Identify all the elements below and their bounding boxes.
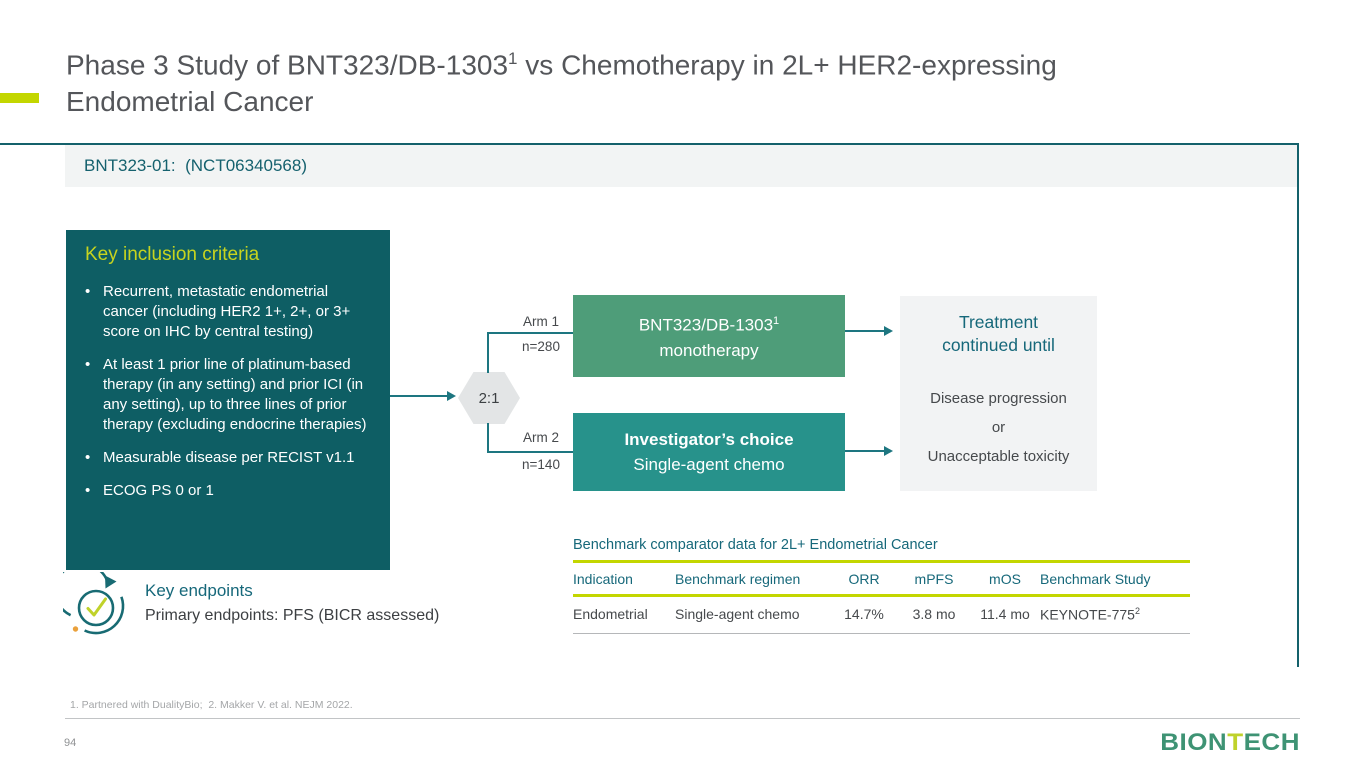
arrowhead-icon (884, 446, 893, 456)
outcome-condition: Disease progression (930, 390, 1067, 407)
connector-line (487, 423, 489, 453)
page-title: Phase 3 Study of BNT323/DB-13031 vs Chem… (66, 40, 1286, 120)
study-id-bar: BNT323-01: (NCT06340568) (65, 145, 1297, 187)
col-mpfs: mPFS (898, 560, 970, 597)
arm1-therapy-type: monotherapy (659, 340, 759, 360)
treatment-outcome-box: Treatment continued until Disease progre… (900, 296, 1097, 491)
title-accent-dash (0, 93, 39, 103)
connector-line (845, 450, 885, 452)
arm1-label: Arm 1 (522, 314, 559, 329)
benchmark-header-row: Indication Benchmark regimen ORR mPFS mO… (573, 560, 1190, 597)
endpoints-cycle-check-icon (53, 562, 129, 643)
cell-indication: Endometrial (573, 595, 675, 634)
endpoints-primary: Primary endpoints: PFS (BICR assessed) (145, 607, 440, 624)
arrowhead-icon (447, 391, 456, 401)
cell-study: KEYNOTE-7752 (1040, 595, 1190, 634)
arm1-treatment-box: BNT323/DB-13031 monotherapy (573, 295, 845, 377)
title-superscript: 1 (508, 49, 518, 68)
logo-text: ECH (1243, 728, 1300, 756)
randomization-hexagon: 2:1 (458, 372, 520, 424)
biontech-logo: BIONTECH (1158, 728, 1300, 757)
criteria-heading: Key inclusion criteria (85, 244, 260, 265)
key-inclusion-criteria-box: Key inclusion criteria Recurrent, metast… (66, 230, 390, 570)
arrowhead-icon (884, 326, 893, 336)
page-title-line2: Endometrial Cancer (66, 86, 314, 118)
cell-study-superscript: 2 (1134, 606, 1140, 616)
arm1-superscript: 1 (773, 315, 780, 328)
arm2-treatment-box: Investigator’s choice Single-agent chemo (573, 413, 845, 491)
criteria-item: Recurrent, metastatic endometrial cancer… (85, 282, 376, 342)
cell-regimen: Single-agent chemo (675, 595, 830, 634)
cell-mpfs: 3.8 mo (898, 595, 970, 634)
randomization-ratio: 2:1 (478, 389, 500, 407)
arm2-therapy-type: Single-agent chemo (633, 455, 785, 474)
col-regimen: Benchmark regimen (675, 560, 830, 597)
connector-line (845, 330, 885, 332)
arm2-choice: Investigator’s choice (624, 430, 794, 449)
arm2-label: Arm 2 (522, 430, 559, 445)
footer-divider-line (65, 718, 1300, 719)
outcome-conditions: Disease progression or Unacceptable toxi… (900, 384, 1097, 471)
col-orr: ORR (830, 560, 898, 597)
col-indication: Indication (573, 560, 675, 597)
benchmark-data-row: Endometrial Single-agent chemo 14.7% 3.8… (573, 595, 1190, 634)
criteria-list: Recurrent, metastatic endometrial cancer… (85, 282, 376, 501)
cell-orr: 14.7% (830, 595, 898, 634)
page-number: 94 (64, 737, 77, 749)
header-divider-line (0, 143, 1299, 145)
benchmark-table: Indication Benchmark regimen ORR mPFS mO… (573, 560, 1190, 634)
logo-text: BION (1160, 728, 1228, 756)
logo-text-accent: T (1227, 728, 1244, 756)
page-title-line1: Phase 3 Study of BNT323/DB-13031 vs Chem… (66, 40, 1286, 83)
connector-line (487, 332, 573, 334)
connector-line (487, 332, 489, 373)
outcome-title-line2: continued until (942, 335, 1055, 355)
right-border-line (1297, 143, 1299, 667)
col-study: Benchmark Study (1040, 560, 1190, 597)
outcome-condition: Unacceptable toxicity (927, 448, 1070, 465)
criteria-item: ECOG PS 0 or 1 (85, 481, 376, 501)
study-id-label: BNT323-01: (NCT06340568) (84, 156, 308, 175)
arm1-drug: BNT323/DB-13031 (639, 309, 779, 338)
benchmark-title: Benchmark comparator data for 2L+ Endome… (573, 537, 938, 553)
outcome-title: Treatment continued until (900, 311, 1097, 357)
title-text-rest: vs Chemotherapy in 2L+ HER2-expressing (517, 49, 1057, 81)
arm2-n: n=140 (522, 457, 560, 472)
outcome-condition: or (991, 419, 1006, 436)
connector-line (390, 395, 447, 397)
arm1-n: n=280 (522, 339, 560, 354)
outcome-title-line1: Treatment (958, 312, 1039, 332)
footnote: 1. Partnered with DualityBio; 2. Makker … (70, 699, 353, 711)
endpoints-title: Key endpoints (145, 581, 253, 600)
cell-study-name: KEYNOTE-775 (1040, 606, 1135, 623)
cell-mos: 11.4 mo (970, 595, 1040, 634)
criteria-item: At least 1 prior line of platinum-based … (85, 355, 376, 435)
title-text: Phase 3 Study of BNT323/DB-1303 (66, 49, 509, 81)
arm1-drug-name: BNT323/DB-1303 (638, 315, 774, 335)
col-mos: mOS (970, 560, 1040, 597)
benchmark-table-section: Benchmark comparator data for 2L+ Endome… (573, 537, 1190, 634)
connector-line (487, 451, 573, 453)
criteria-item: Measurable disease per RECIST v1.1 (85, 448, 376, 468)
